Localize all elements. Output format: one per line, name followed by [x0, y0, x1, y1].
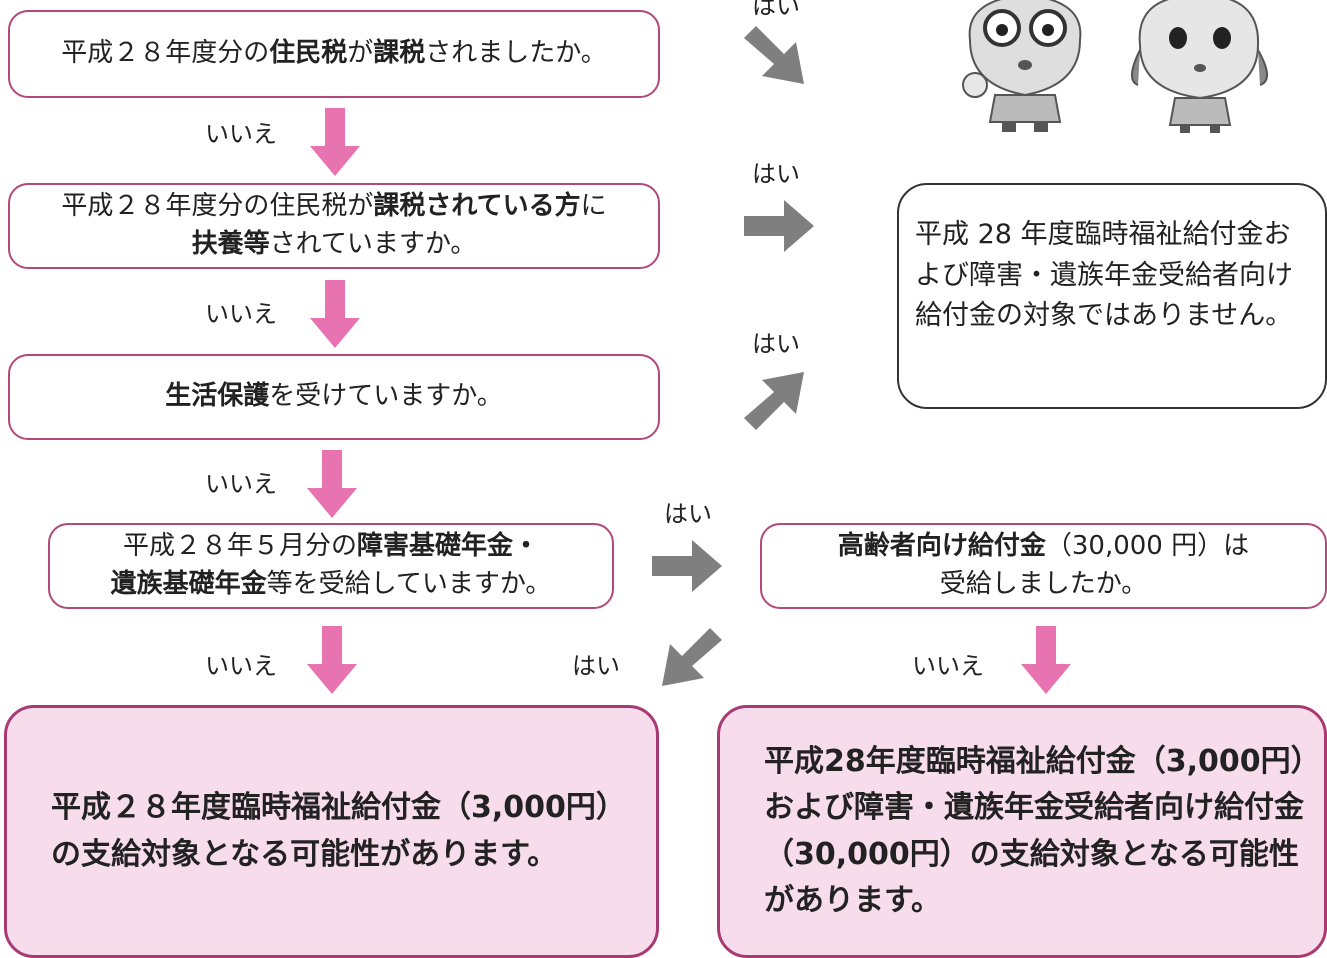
- question-resident-tax: 平成２８年度分の住民税が課税されましたか。: [8, 10, 660, 98]
- arrow-diagonal-up-right: [744, 372, 804, 430]
- q1-text: 平成２８年度分の住民税が課税されましたか。: [61, 38, 607, 69]
- arrow-down-5: [1021, 626, 1071, 694]
- result-both-benefits: 平成28年度臨時福祉給付金（3,000円）および障害・遺族年金受給者向け給付金（…: [717, 705, 1327, 958]
- arrow-down-4: [307, 626, 357, 694]
- arrow-diagonal-down-right: [744, 26, 804, 84]
- q4-text: 平成２８年５月分の障害基礎年金・ 遺族基礎年金等を受給していますか。: [110, 531, 552, 599]
- result-left-text: 平成２８年度臨時福祉給付金（3,000円）の支給対象となる可能性があります。: [51, 790, 611, 872]
- elderly-man-mascot-icon: [962, 0, 1082, 132]
- result-not-eligible: 平成 28 年度臨時福祉給付金および障害・遺族年金受給者向け給付金の対象ではあり…: [897, 183, 1327, 409]
- mascot-illustration: [962, 0, 1268, 133]
- result-right-text: 平成28年度臨時福祉給付金（3,000円）および障害・遺族年金受給者向け給付金（…: [764, 743, 1306, 919]
- label-yes-2: はい: [752, 160, 800, 188]
- label-no-4: いいえ: [205, 652, 277, 680]
- question-elderly-benefit: 高齢者向け給付金（30,000 円）は 受給しましたか。: [760, 523, 1327, 609]
- arrow-down-1: [310, 108, 360, 176]
- arrow-diagonal-down-left: [662, 628, 722, 686]
- q3-text: 生活保護を受けていますか。: [165, 381, 503, 412]
- girl-mascot-icon: [1131, 0, 1268, 133]
- q2-text: 平成２８年度分の住民税が課税されている方に 扶養等されていますか。: [61, 191, 607, 259]
- question-pension: 平成２８年５月分の障害基礎年金・ 遺族基礎年金等を受給していますか。: [48, 523, 614, 609]
- label-yes-5: はい: [572, 652, 620, 680]
- question-dependent: 平成２８年度分の住民税が課税されている方に 扶養等されていますか。: [8, 183, 660, 269]
- arrow-right-2: [652, 540, 722, 592]
- q5-text: 高齢者向け給付金（30,000 円）は 受給しましたか。: [837, 531, 1250, 599]
- label-yes-4: はい: [664, 500, 712, 528]
- label-no-1: いいえ: [205, 120, 277, 148]
- question-public-assistance: 生活保護を受けていますか。: [8, 354, 660, 440]
- arrow-down-2: [310, 280, 360, 348]
- label-yes-1: はい: [752, 0, 800, 20]
- arrow-right-1: [744, 200, 814, 252]
- label-no-5: いいえ: [912, 652, 984, 680]
- arrow-down-3: [307, 450, 357, 518]
- result-not-eligible-text: 平成 28 年度臨時福祉給付金および障害・遺族年金受給者向け給付金の対象ではあり…: [915, 219, 1293, 331]
- result-temporary-benefit: 平成２８年度臨時福祉給付金（3,000円）の支給対象となる可能性があります。: [4, 705, 659, 958]
- label-no-3: いいえ: [205, 470, 277, 498]
- label-yes-3: はい: [752, 330, 800, 358]
- label-no-2: いいえ: [205, 300, 277, 328]
